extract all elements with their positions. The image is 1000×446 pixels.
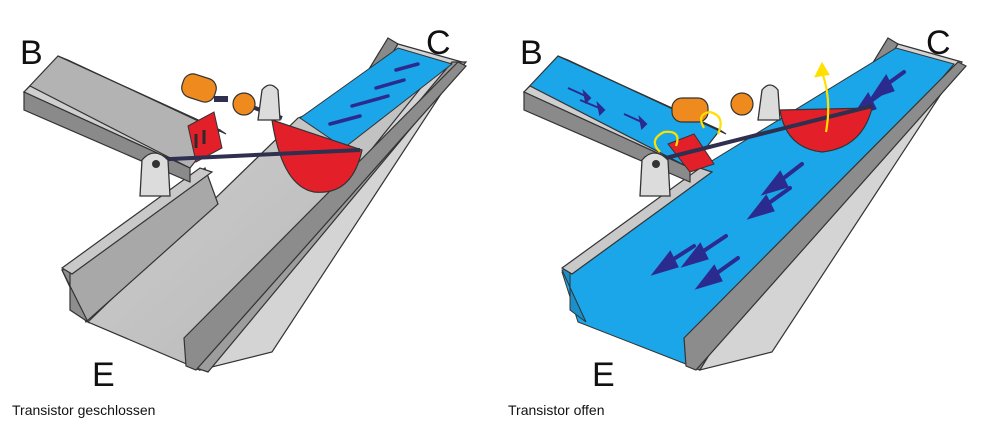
label-emitter: E: [592, 356, 615, 394]
caption-open: Transistor offen: [508, 402, 605, 418]
label-base: B: [520, 34, 543, 72]
axle: [149, 148, 361, 162]
label-emitter: E: [92, 356, 115, 394]
panel-transistor-open: B C E Transistor offen: [500, 0, 1000, 446]
counterweight: [671, 92, 754, 123]
caption-closed: Transistor geschlossen: [12, 402, 156, 418]
rotation-arrows: [653, 61, 830, 153]
paddle-slots: [194, 130, 206, 148]
panel-transistor-closed: B C E Transistor geschlossen: [12, 24, 468, 418]
channel-diagram-closed: B C E: [20, 24, 468, 394]
flow-arrows-main: [650, 70, 906, 290]
bearing-right: [257, 84, 281, 121]
flow-arrows-upstream: [328, 62, 420, 126]
bearing-right: [757, 84, 781, 121]
label-base: B: [20, 34, 43, 72]
bearing-left: [139, 152, 171, 197]
axle: [649, 104, 873, 164]
label-collector: C: [426, 24, 451, 62]
channel-diagram-open: B C E: [520, 24, 967, 394]
label-collector: C: [926, 24, 951, 62]
bearing-left: [639, 152, 671, 197]
counterweight: [181, 73, 256, 116]
flow-arrows-base: [567, 87, 648, 131]
